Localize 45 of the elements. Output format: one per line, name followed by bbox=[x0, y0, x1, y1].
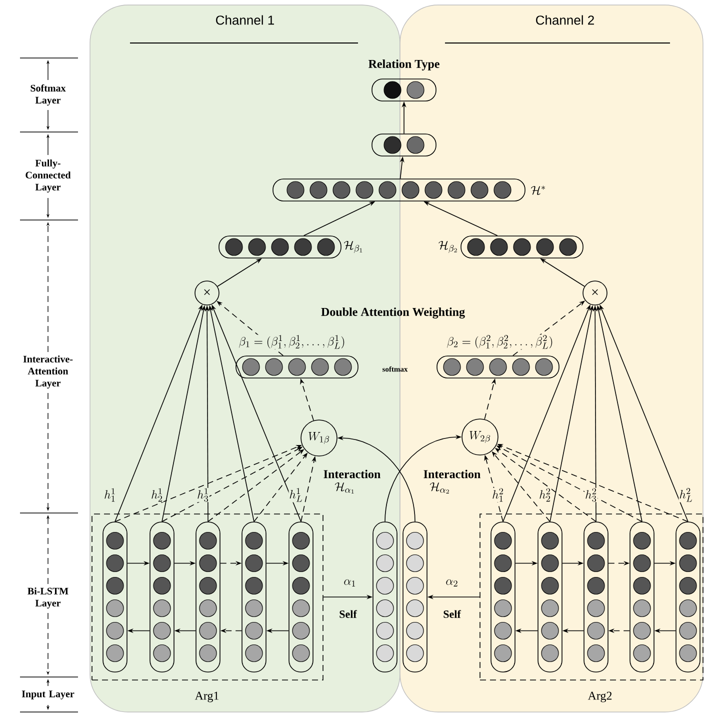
neuron-vector bbox=[630, 522, 654, 672]
self-label: Self bbox=[444, 610, 461, 618]
math-label: $h_L^2$ bbox=[678, 488, 694, 502]
neuron-vector bbox=[272, 178, 526, 202]
math-label: $h_2^2$ bbox=[538, 488, 552, 502]
layer-label: Interactive-Attention Layer bbox=[23, 355, 73, 389]
math-label: $h_3^1$ bbox=[196, 488, 210, 502]
math-label: $h_L^1$ bbox=[288, 488, 304, 502]
math-label: $\mathcal{H}_{\alpha_2}$ bbox=[429, 482, 451, 494]
neuron-vector bbox=[242, 522, 266, 672]
math-label: $h_1^1$ bbox=[104, 488, 116, 502]
neuron-vector bbox=[490, 522, 516, 672]
layer-label: Softmax Layer bbox=[30, 84, 66, 106]
math-label: $\beta_1 = (\beta_1^1, \beta_2^1, \dots, \beta_L^1)$ bbox=[238, 334, 346, 350]
neuron-vector bbox=[288, 522, 314, 672]
neuron-vector bbox=[538, 522, 562, 672]
layer-label: Input Layer bbox=[22, 690, 74, 700]
edge-label: $\alpha_2$ bbox=[444, 578, 460, 588]
neuron-vector bbox=[402, 522, 428, 672]
math-label: $\mathcal{H}^*$ bbox=[530, 185, 547, 195]
layer-label: Bi-LSTM Layer bbox=[28, 587, 68, 609]
neuron-vector bbox=[372, 134, 436, 156]
math-label: $\beta_2 = (\beta_1^2, \beta_2^2, \dots, \beta_L^2)$ bbox=[446, 334, 554, 350]
heading: Relation Type bbox=[368, 60, 440, 70]
math-label: $h_1^2$ bbox=[492, 488, 504, 502]
neuron-vector bbox=[372, 522, 398, 672]
neuron-vector bbox=[150, 522, 174, 672]
math-label: $\mathcal{H}_{\alpha_1}$ bbox=[334, 482, 356, 494]
neuron-vector bbox=[102, 522, 128, 672]
group-label: Arg1 bbox=[194, 692, 218, 702]
self-label: Self bbox=[340, 610, 357, 618]
neuron-vector bbox=[676, 522, 700, 672]
layer-label: Fully-Connected Layer bbox=[26, 159, 71, 193]
neuron-vector bbox=[436, 356, 560, 378]
neuron-vector bbox=[460, 236, 584, 258]
neuron-vector bbox=[584, 522, 608, 672]
heading: Double Attention Weighting bbox=[321, 308, 465, 318]
neuron-vector bbox=[196, 522, 220, 672]
math-label: $h_3^2$ bbox=[584, 488, 598, 502]
math-label: $\mathcal{H}_{\beta_1}$ bbox=[343, 240, 364, 254]
neuron-vector bbox=[236, 356, 358, 378]
math-label: $h_2^1$ bbox=[150, 488, 164, 502]
edge-label: $\alpha_1$ bbox=[342, 578, 358, 588]
group-label: Arg2 bbox=[588, 692, 612, 702]
neuron-vector bbox=[218, 236, 342, 258]
